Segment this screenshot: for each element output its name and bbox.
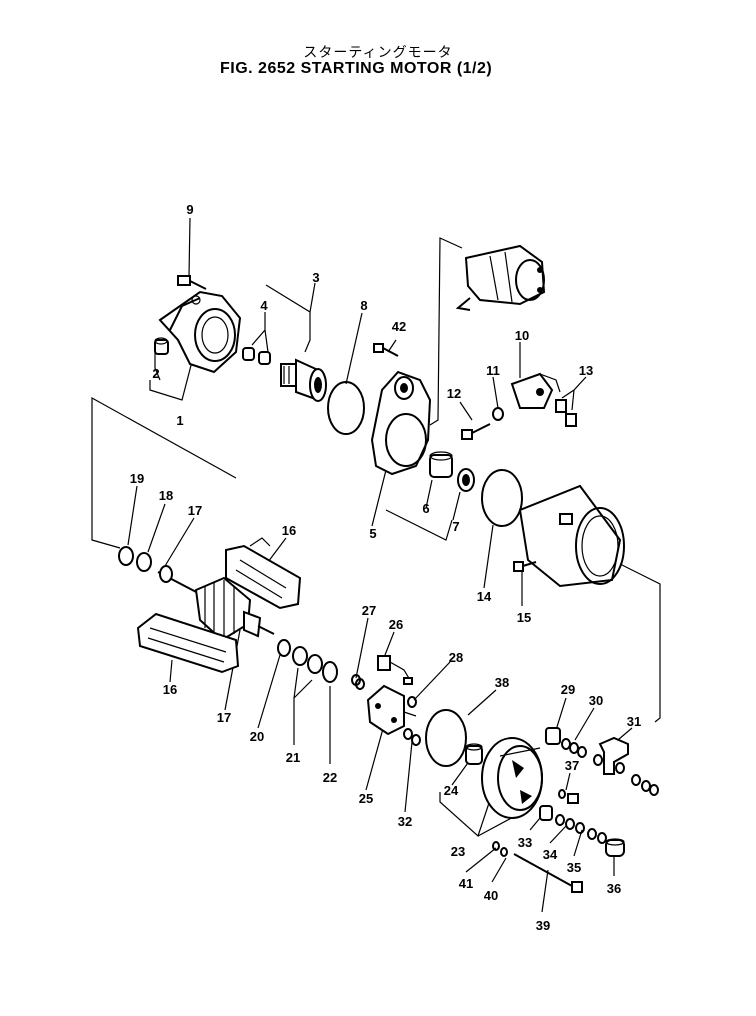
part-17-armature: [157, 565, 275, 642]
callout-26: 25: [359, 791, 373, 806]
callout-5: 5: [369, 526, 376, 541]
callout-17: 17: [217, 710, 231, 725]
callout-34: 33: [518, 835, 532, 850]
part-36-washers: [587, 828, 607, 844]
callout-29: 28: [449, 650, 463, 665]
callout-27: 26: [389, 617, 403, 632]
part-37-cap: [605, 838, 625, 857]
part-27-brush: [377, 655, 413, 685]
callout-14: 14: [477, 589, 492, 604]
callout-35: 34: [543, 847, 558, 862]
part-12-bolt: [461, 423, 491, 440]
callout-11: 11: [486, 363, 500, 378]
callout-1: 1: [176, 413, 183, 428]
part-5-gear-housing: [370, 370, 432, 476]
callout-7: 7: [452, 519, 459, 534]
part-25-bushing: [465, 743, 483, 765]
part-9-bolt: [177, 275, 207, 290]
part-31-washers: [561, 738, 603, 766]
callout-labels: 9 3 4 8 2 1 42 10 11 13 12 19 18 17 6 7 …: [130, 202, 641, 933]
part-11-washer: [492, 407, 504, 421]
part-14-o-ring: [481, 469, 523, 527]
part-16-field-coil-lower: [136, 612, 240, 674]
callout-3: 3: [312, 270, 319, 285]
part-35-washers: [555, 814, 585, 834]
part-34-insulator: [539, 805, 553, 821]
callout-22: 21: [286, 750, 300, 765]
part-42-washer: [492, 841, 500, 851]
part-7-bearing: [457, 468, 475, 492]
part-13-nuts: [555, 399, 577, 427]
callout-36: 35: [567, 860, 581, 875]
callout-28: 27: [362, 603, 376, 618]
callout-32: 31: [627, 714, 641, 729]
part-19-ring: [136, 552, 152, 572]
part-2-bushing: [154, 337, 169, 355]
callout-21: 20: [250, 729, 264, 744]
callout-30: 29: [561, 682, 575, 697]
part-16-field-coil-upper: [225, 537, 302, 610]
part-20-ring: [118, 546, 134, 566]
callout-37: 36: [607, 881, 621, 896]
part-29-washer: [407, 696, 417, 708]
part-38-bolt: [558, 789, 579, 804]
part-40-through-bolt: [513, 853, 583, 893]
callout-2: 2: [152, 366, 159, 381]
callout-40: 39: [536, 918, 550, 933]
part-8-o-ring: [327, 381, 365, 435]
title-japanese: スターティングモータ: [303, 45, 453, 61]
part-15-screw: [513, 561, 537, 572]
callout-23: 22: [323, 770, 337, 785]
part-1-front-housing: [158, 290, 242, 374]
callout-9: 9: [186, 202, 193, 217]
solenoid-assembly: [455, 244, 546, 311]
part-4-bushings: [242, 347, 271, 365]
callout-4: 4: [260, 298, 268, 313]
callout-39: 38: [495, 675, 509, 690]
callout-10: 10: [515, 328, 529, 343]
callout-12: 12: [447, 386, 461, 401]
part-41-washer: [500, 847, 508, 857]
part-39-o-ring: [425, 709, 467, 767]
callout-8: 8: [360, 298, 367, 313]
callout-16-upper: 16: [282, 523, 296, 538]
part-22-washer-a: [292, 646, 308, 666]
part-21-washer: [277, 639, 291, 657]
callout-19: 18: [159, 488, 173, 503]
part-10-switch: [510, 372, 561, 409]
callout-31: 30: [589, 693, 603, 708]
part-26-brush-holder: [366, 684, 417, 736]
part-24-rear-cover: [481, 737, 543, 819]
yoke-assembly: [518, 484, 625, 588]
callout-25: 24: [444, 783, 459, 798]
callout-42: 41: [459, 876, 473, 891]
leader-lines: [91, 217, 661, 913]
callout-38: 37: [565, 758, 579, 773]
callout-20: 19: [130, 471, 144, 486]
part-32-connector: [598, 736, 659, 796]
part-28-spring: [351, 674, 365, 690]
part-3-pinion-clutch: [280, 358, 327, 402]
figure-title: FIG. 2652 STARTING MOTOR (1/2): [220, 60, 493, 77]
part-22-washer-b: [307, 654, 323, 674]
callout-33: 32: [398, 814, 412, 829]
part-30-insulator: [545, 727, 561, 745]
callout-24: 23: [451, 844, 465, 859]
callout-6: 6: [422, 501, 429, 516]
part-33-washers: [403, 728, 421, 746]
part-23-washer: [322, 661, 338, 683]
part-43-bolt: [373, 343, 399, 357]
callout-18: 17: [188, 503, 202, 518]
part-6-bushing: [429, 451, 453, 478]
callout-41: 40: [484, 888, 498, 903]
callout-13: 13: [579, 363, 593, 378]
callout-15: 15: [517, 610, 531, 625]
callout-16-lower: 16: [163, 682, 177, 697]
callout-43: 42: [392, 319, 406, 334]
